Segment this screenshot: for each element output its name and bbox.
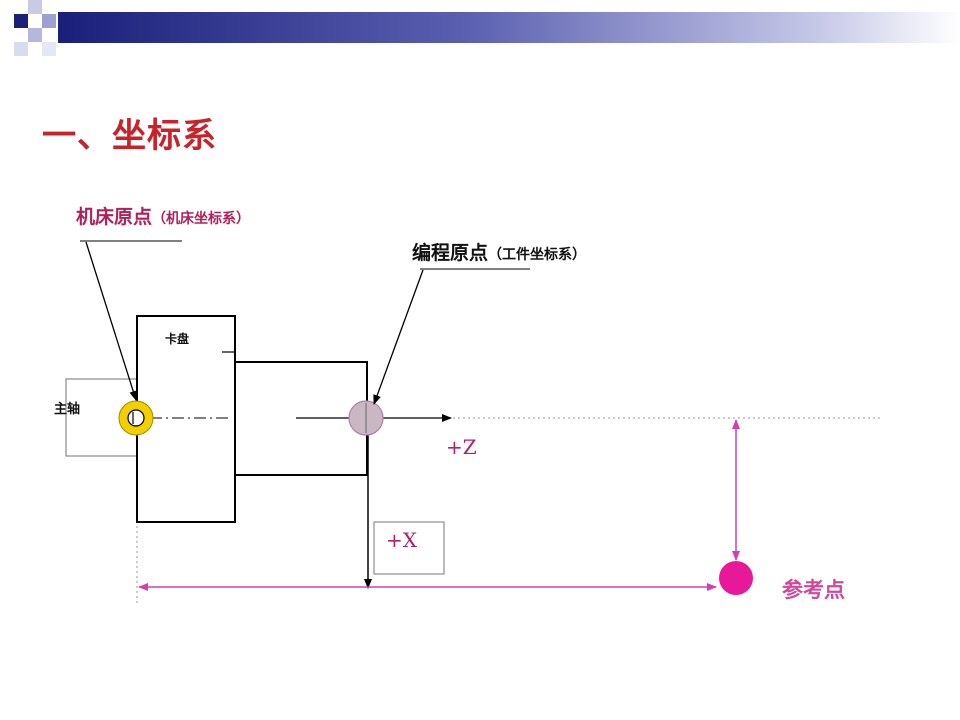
machine-origin-leader <box>85 241 138 401</box>
banner-square <box>28 0 42 14</box>
program-origin-leader <box>373 269 424 405</box>
banner-square <box>28 28 42 42</box>
program-origin-label: 编程原点（工件坐标系） <box>412 238 586 265</box>
z-axis-label: +Z <box>446 435 477 459</box>
slide-title: 一、坐标系 <box>42 116 217 156</box>
banner-bar <box>58 12 960 43</box>
banner-square <box>14 14 28 28</box>
machine-origin-inner <box>127 409 145 427</box>
x-label-box <box>373 521 445 575</box>
spindle-label: 主轴 <box>54 402 81 417</box>
banner-square <box>14 42 28 56</box>
banner-square <box>42 42 56 56</box>
program-origin-note: （工件坐标系） <box>488 247 587 263</box>
header-banner <box>0 0 960 60</box>
machine-origin-label: 机床原点（机床坐标系） <box>76 202 250 229</box>
chuck-label: 卡盘 <box>165 332 190 346</box>
banner-square <box>42 14 56 28</box>
program-origin-text: 编程原点 <box>412 242 489 264</box>
machine-origin-text: 机床原点 <box>76 206 153 228</box>
machine-origin-note: （机床坐标系） <box>152 211 251 227</box>
reference-point-label: 参考点 <box>782 578 845 602</box>
x-axis-label: +X <box>386 528 417 552</box>
reference-point-marker <box>719 561 753 595</box>
